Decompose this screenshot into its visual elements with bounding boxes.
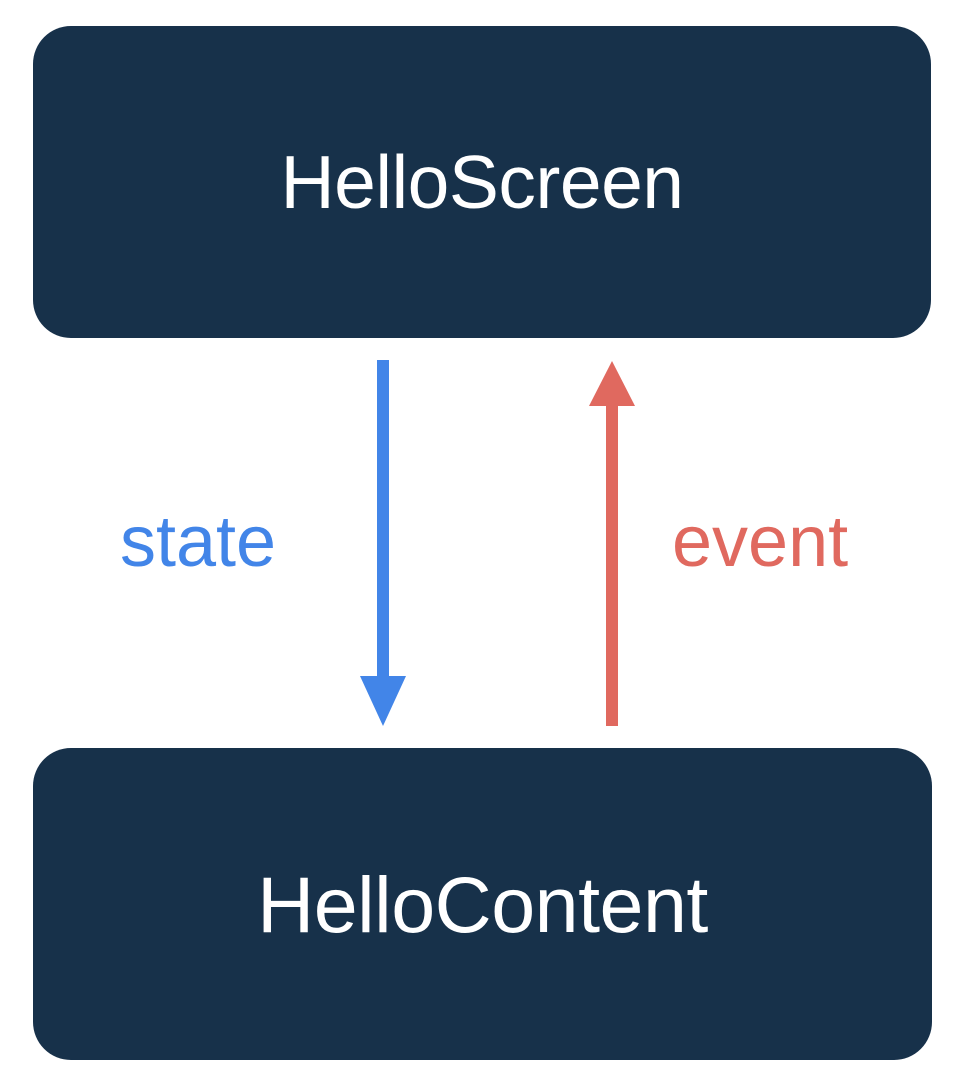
state-arrow-head-icon: [360, 676, 406, 726]
event-arrow-head-icon: [589, 361, 635, 406]
node-hello-content-label: HelloContent: [257, 859, 708, 949]
edge-label-state: state: [120, 502, 277, 582]
node-hello-screen-label: HelloScreen: [280, 139, 684, 224]
state-arrow: [360, 360, 406, 726]
state-arrow-shaft: [377, 360, 389, 678]
node-hello-screen[interactable]: HelloScreen: [33, 26, 931, 338]
node-hello-content[interactable]: HelloContent: [33, 748, 932, 1060]
edge-label-event: event: [672, 502, 849, 582]
event-arrow-shaft: [606, 402, 618, 726]
event-arrow: [589, 361, 635, 726]
